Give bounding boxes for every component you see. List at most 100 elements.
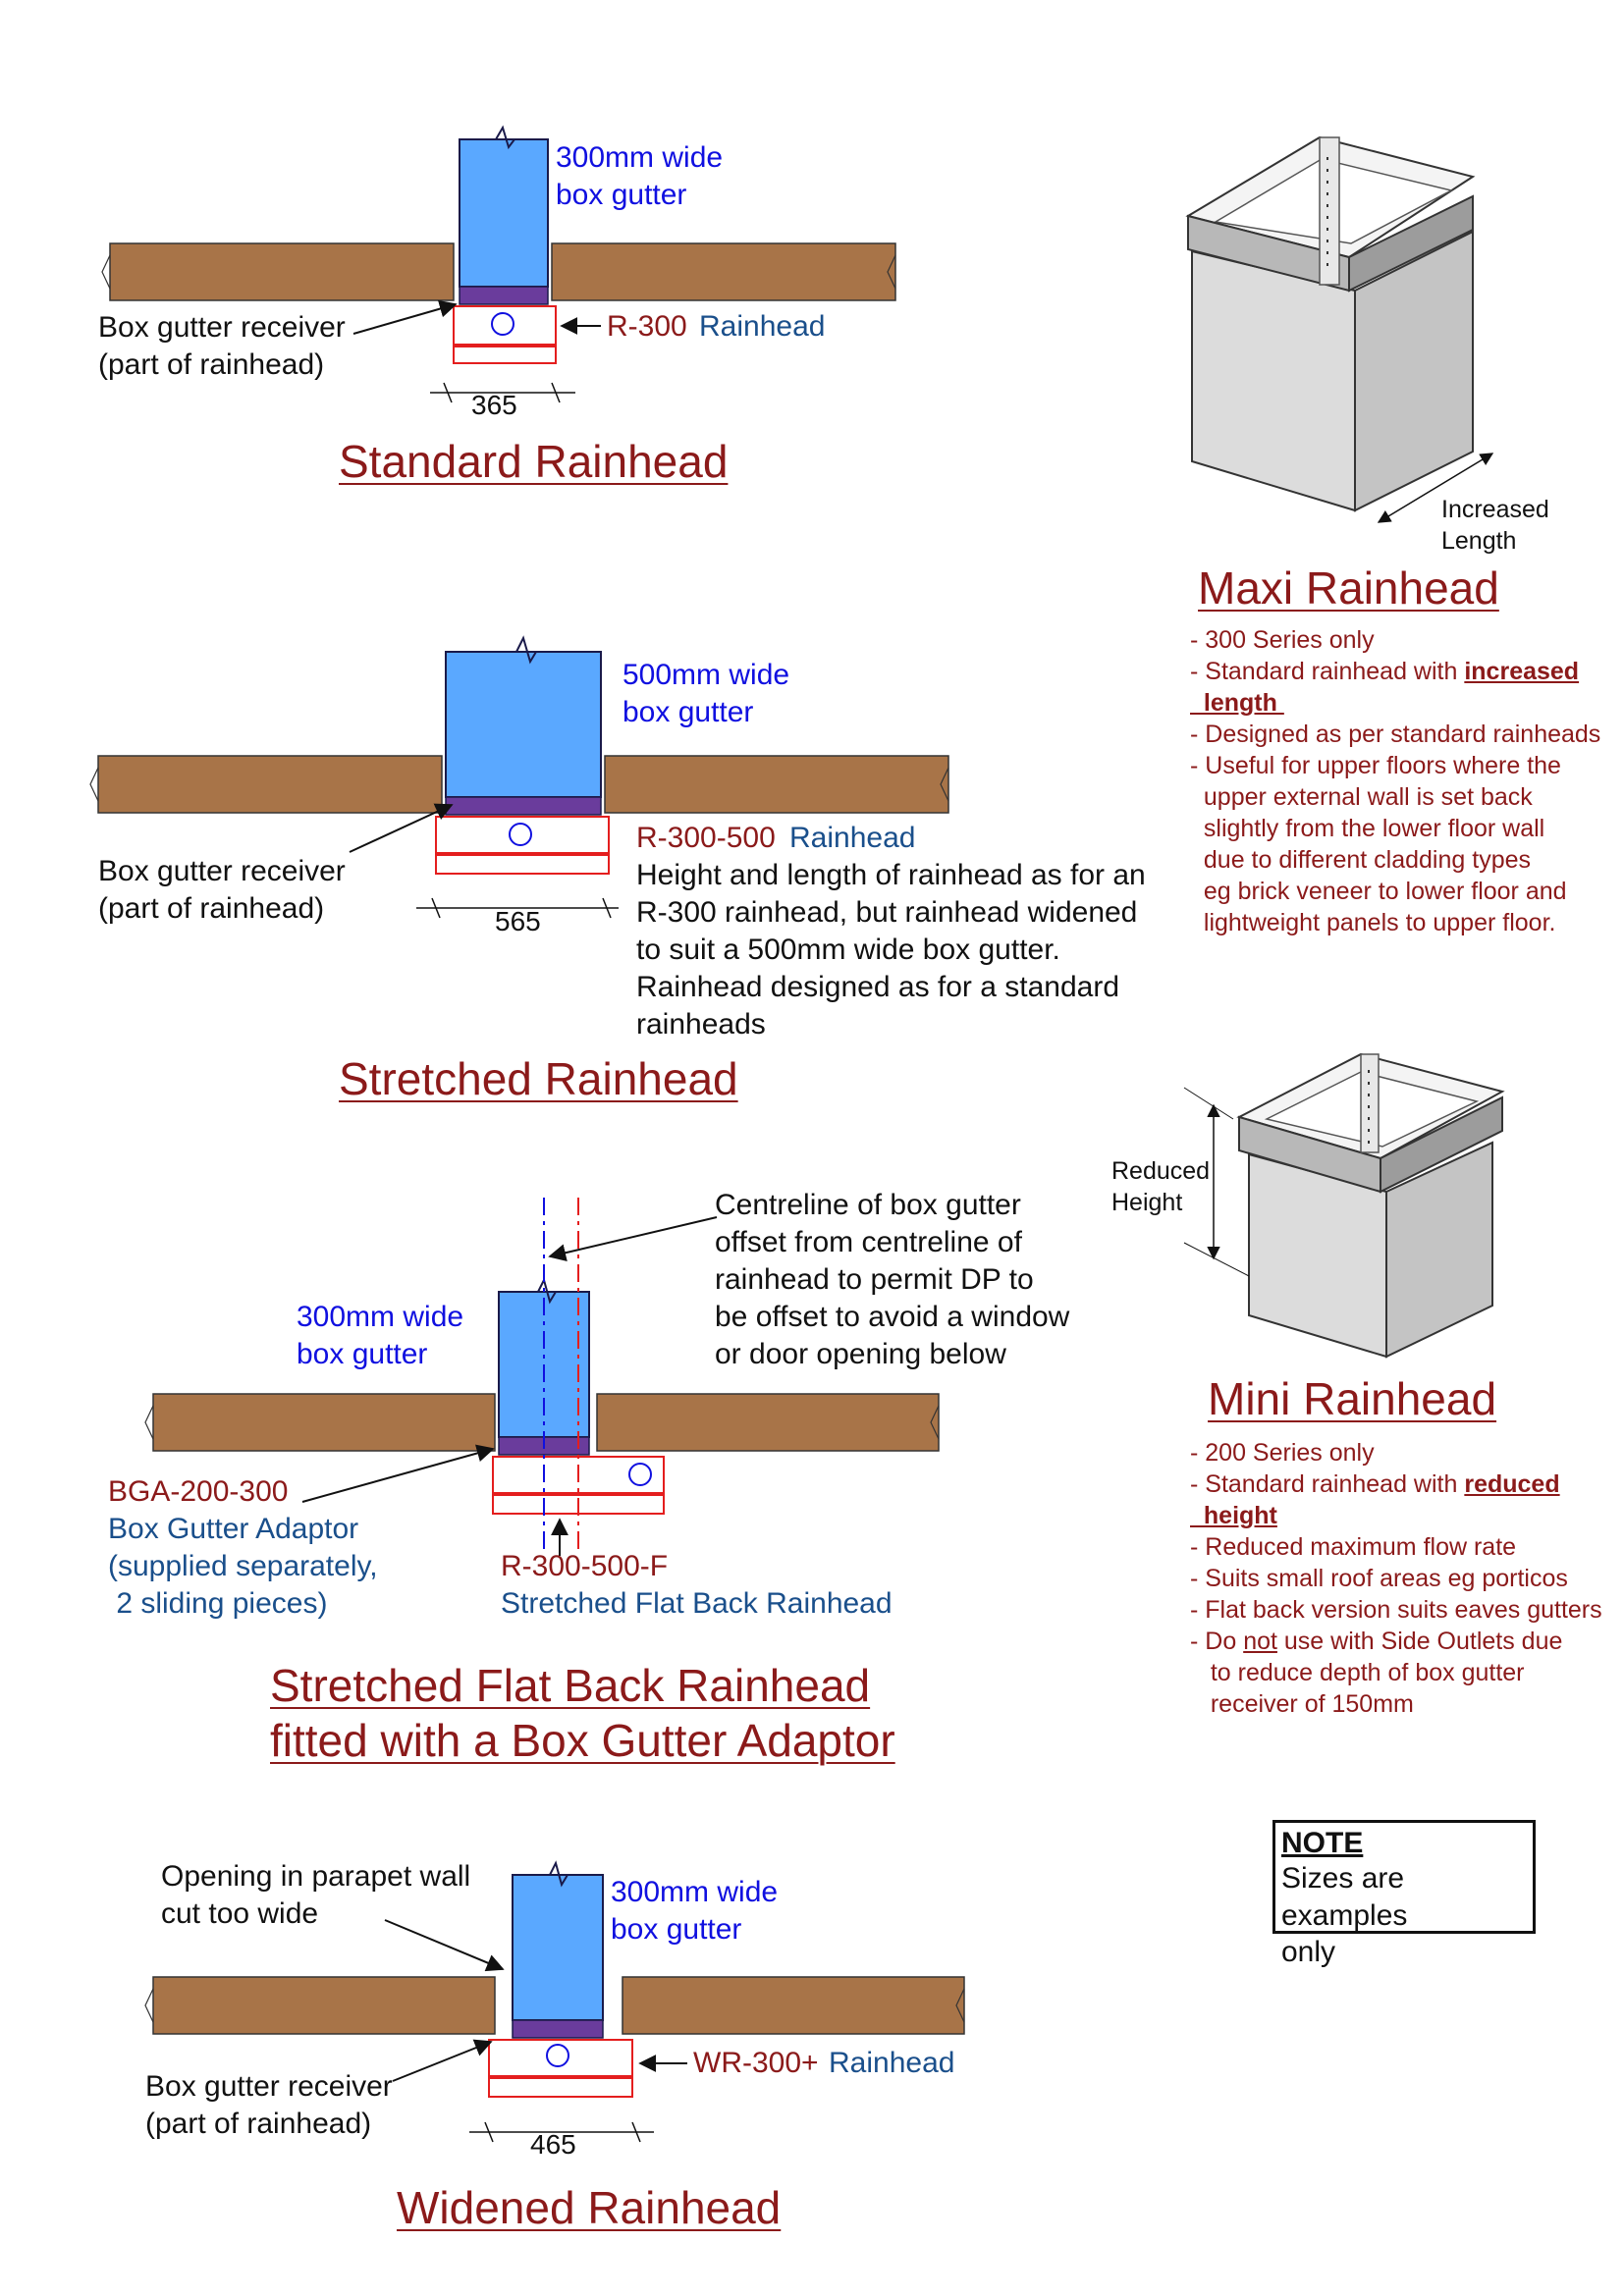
wall-left [97, 755, 443, 814]
outlet-circle [491, 312, 514, 336]
wall-left [152, 1393, 496, 1452]
wall-right [604, 755, 949, 814]
stretched-rainhead-drawing [89, 635, 949, 919]
mini-rainhead-3d [1183, 1052, 1505, 1359]
stretched-description-2: R-300 rainhead, but rainhead widened [636, 896, 1138, 929]
mini-not-word: not [1243, 1628, 1277, 1655]
maxi-dim-label-1: Increased [1441, 496, 1549, 523]
maxi-bullet-10: lightweight panels to upper floor. [1190, 909, 1556, 936]
mini-dim-label-1: Reduced [1111, 1157, 1211, 1185]
flatback-rainhead-name: Stretched Flat Back Rainhead [501, 1587, 893, 1620]
mini-bullet-4: - Reduced maximum flow rate [1190, 1533, 1517, 1561]
flatback-centreline-note-4: be offset to avoid a window [715, 1301, 1070, 1333]
widened-dimension: 465 [530, 2129, 576, 2160]
maxi-bullet-3-bold: length [1190, 689, 1284, 717]
widened-receiver-label-2: (part of rainhead) [145, 2108, 372, 2140]
wall-left [152, 1976, 496, 2035]
outlet-circle [546, 2044, 569, 2067]
mini-bold-word: reduced [1464, 1470, 1560, 1498]
mini-title: Mini Rainhead [1208, 1373, 1497, 1424]
mini-bullet-3: height [1190, 1500, 1277, 1531]
stretched-code: R-300-500 [636, 822, 776, 854]
stretched-code-type: Rainhead [789, 822, 916, 854]
flatback-centreline-note-5: or door opening below [715, 1338, 1006, 1370]
mini-bullet-2: - Standard rainhead with reduced [1190, 1468, 1560, 1500]
widened-gutter-label-2: box gutter [611, 1913, 742, 1946]
stretched-description-1: Height and length of rainhead as for an [636, 859, 1146, 891]
mini-bullet-3-bold: height [1190, 1502, 1277, 1529]
stretched-receiver-label-1: Box gutter receiver [98, 855, 346, 887]
stretched-gutter-label-1: 500mm wide [623, 659, 790, 691]
box-gutter [459, 138, 549, 288]
stretched-description-4: Rainhead designed as for a standard [636, 971, 1120, 1003]
flatback-gutter-label-2: box gutter [297, 1338, 428, 1370]
widened-code: WR-300+ [693, 2047, 819, 2079]
maxi-bold-word: increased [1464, 658, 1580, 685]
note-line-1: Sizes are examples [1281, 1862, 1408, 1932]
mini-bullet-6: - Flat back version suits eaves gutters [1190, 1596, 1602, 1624]
mini-bullet-9: receiver of 150mm [1190, 1690, 1414, 1718]
box-gutter [445, 651, 602, 798]
flatback-adaptor-line-1: Box Gutter Adaptor [108, 1513, 359, 1545]
widened-title: Widened Rainhead [397, 2182, 782, 2233]
flatback-gutter-label-1: 300mm wide [297, 1301, 464, 1333]
stretched-description-5: rainheads [636, 1008, 766, 1041]
flatback-rainhead-code: R-300-500-F [501, 1550, 669, 1582]
note-heading: NOTE [1281, 1827, 1364, 1859]
wall-right [622, 1976, 965, 2035]
flatback-adaptor-code: BGA-200-300 [108, 1475, 289, 1508]
note-box: NOTE Sizes are examples only [1272, 1820, 1536, 1968]
stretched-receiver-label-2: (part of rainhead) [98, 892, 325, 925]
maxi-bullet-1: - 300 Series only [1190, 626, 1375, 654]
widened-receiver-label-1: Box gutter receiver [145, 2070, 393, 2103]
box-gutter [512, 1874, 604, 2021]
maxi-bullet-6: upper external wall is set back [1190, 783, 1533, 811]
maxi-bullet-9: eg brick veneer to lower floor and [1190, 878, 1567, 905]
maxi-title: Maxi Rainhead [1198, 562, 1499, 614]
flatback-centreline-note-3: rainhead to permit DP to [715, 1263, 1034, 1296]
mini-bullet-8: to reduce depth of box gutter [1190, 1659, 1525, 1686]
wall-right [596, 1393, 940, 1452]
flatback-centreline-note-2: offset from centreline of [715, 1226, 1022, 1258]
maxi-bullet-2: - Standard rainhead with increased [1190, 656, 1579, 687]
outlet-circle [628, 1463, 652, 1486]
gutter-receiver [459, 286, 549, 305]
flatback-centreline-note-1: Centreline of box gutter [715, 1189, 1021, 1221]
standard-gutter-label-1: 300mm wide [556, 141, 724, 174]
widened-rainhead-drawing [144, 1860, 965, 2143]
standard-title: Standard Rainhead [339, 436, 729, 487]
maxi-bullet-5: - Useful for upper floors where the [1190, 752, 1561, 779]
mini-bullet-7-text: - Do [1190, 1628, 1244, 1655]
flatback-adaptor-line-2: (supplied separately, [108, 1550, 378, 1582]
maxi-rainhead-3d [1185, 135, 1494, 523]
rainhead-body [453, 305, 557, 364]
stretched-gutter-label-2: box gutter [623, 696, 754, 728]
widened-gutter-label-1: 300mm wide [611, 1876, 779, 1908]
rainhead-body [435, 816, 610, 875]
mini-dim-label-2: Height [1111, 1189, 1183, 1216]
wall-left [109, 242, 455, 301]
flatback-adaptor-line-3: 2 sliding pieces) [108, 1587, 328, 1620]
maxi-bullet-2-text: - Standard rainhead with [1190, 658, 1465, 685]
standard-dimension: 365 [471, 390, 517, 420]
stretched-dimension: 565 [495, 906, 541, 936]
gutter-receiver [445, 796, 602, 816]
stretched-description-3: to suit a 500mm wide box gutter. [636, 934, 1060, 966]
flatback-rainhead-drawing [144, 1198, 940, 1556]
standard-receiver-label-2: (part of rainhead) [98, 348, 325, 381]
mini-not-suffix: use with Side Outlets due [1276, 1628, 1563, 1655]
standard-code-type: Rainhead [699, 310, 826, 343]
mini-bullet-2-text: - Standard rainhead with [1190, 1470, 1465, 1498]
standard-gutter-label-2: box gutter [556, 179, 687, 211]
standard-rainhead-drawing [101, 125, 896, 403]
note-line-2: only [1281, 1936, 1336, 1968]
widened-opening-label-2: cut too wide [161, 1897, 319, 1930]
widened-opening-label-1: Opening in parapet wall [161, 1860, 471, 1893]
outlet-circle [509, 823, 532, 846]
flatback-title-1: Stretched Flat Back Rainhead [270, 1660, 871, 1711]
maxi-bullet-8: due to different cladding types [1190, 846, 1531, 874]
maxi-dim-label-2: Length [1441, 527, 1517, 555]
mini-bullet-1: - 200 Series only [1190, 1439, 1375, 1467]
mini-bullet-7: - Do not use with Side Outlets due [1190, 1626, 1562, 1657]
maxi-bullet-4: - Designed as per standard rainheads [1190, 721, 1601, 748]
